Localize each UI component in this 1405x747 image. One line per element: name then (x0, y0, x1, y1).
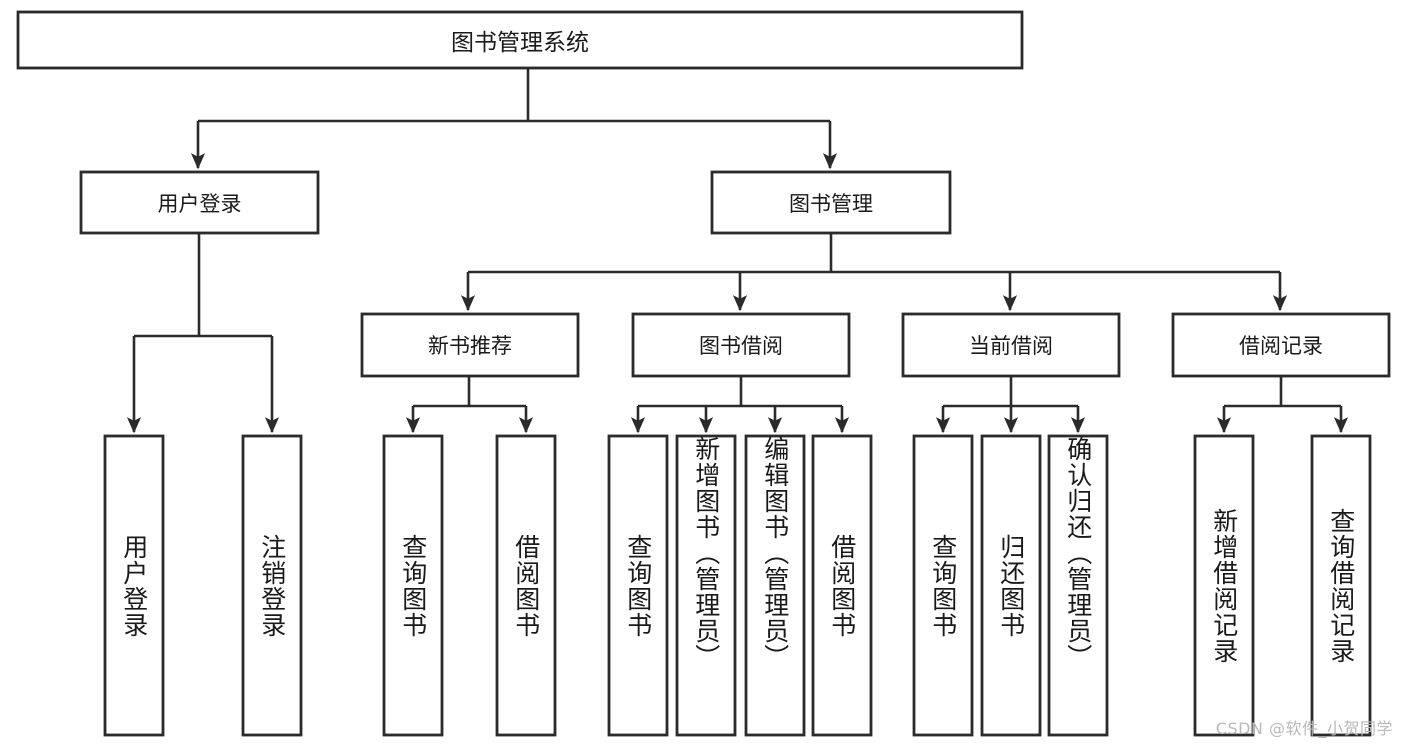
node-box-leaf-6[interactable] (744, 434, 806, 737)
node-box-leaf-11[interactable] (1193, 434, 1255, 737)
node-box-leaf-1[interactable] (241, 434, 303, 737)
node-box-new-book[interactable] (360, 312, 580, 378)
node-box-leaf-8[interactable] (912, 434, 974, 737)
node-box-leaf-0[interactable] (103, 434, 165, 737)
node-box-book-borrow[interactable] (631, 312, 851, 378)
node-box-current-borrow[interactable] (901, 312, 1121, 378)
node-box-leaf-3[interactable] (495, 434, 557, 737)
node-box-borrow-record[interactable] (1171, 312, 1391, 378)
node-box-leaf-10[interactable] (1047, 434, 1109, 737)
node-box-leaf-7[interactable] (811, 434, 873, 737)
node-box-leaf-4[interactable] (607, 434, 669, 737)
node-box-leaf-5[interactable] (675, 434, 737, 737)
node-box-leaf-12[interactable] (1310, 434, 1372, 737)
node-boxes (16, 10, 1391, 737)
node-box-root[interactable] (16, 10, 1024, 70)
node-box-leaf-2[interactable] (382, 434, 444, 737)
node-box-book-manage[interactable] (710, 170, 952, 235)
node-box-leaf-9[interactable] (980, 434, 1042, 737)
connectors (126, 68, 1349, 434)
node-box-user-login[interactable] (79, 170, 320, 235)
